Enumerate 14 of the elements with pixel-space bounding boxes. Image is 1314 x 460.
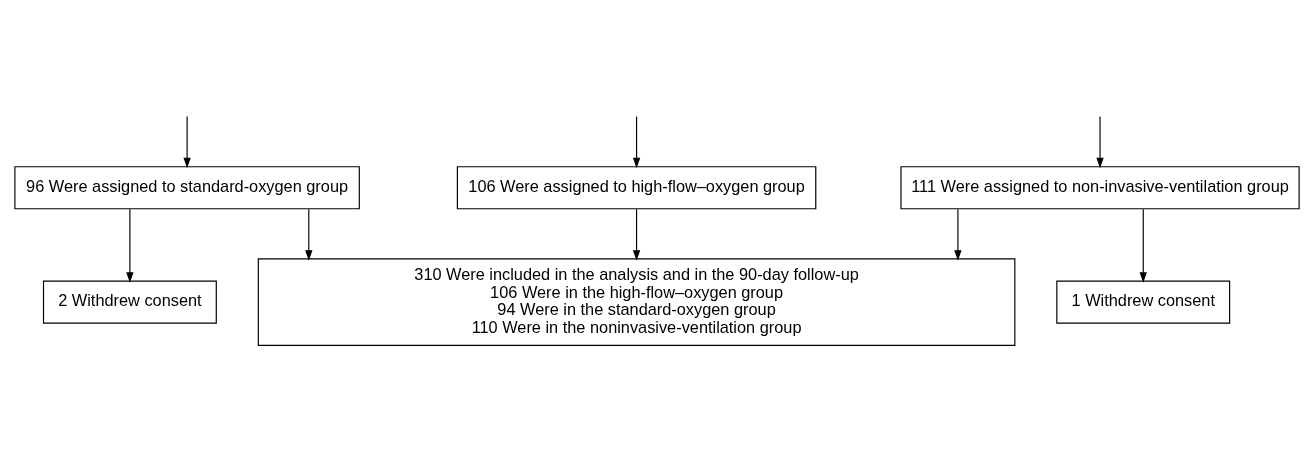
node-box: 310 Were included in the analysis and in the 90-day follow-up 106 Were in the high-flow–oxygen group 94 Were in the standard-oxygen group 110 Were in the noninvasive-ventilation group bbox=[257, 257, 1016, 346]
arrow bbox=[305, 208, 313, 261]
arrow bbox=[954, 208, 962, 261]
arrow bbox=[1096, 115, 1104, 168]
node-box: 96 Were assigned to standard-oxygen group bbox=[14, 165, 360, 209]
node-box: 111 Were assigned to non-invasive-ventilation group bbox=[900, 165, 1300, 209]
node-box: 1 Withdrew consent bbox=[1056, 280, 1231, 324]
arrow bbox=[632, 208, 641, 261]
node-box: 106 Were assigned to high-flow–oxygen group bbox=[456, 165, 817, 209]
node-box: 2 Withdrew consent bbox=[42, 280, 217, 324]
arrow bbox=[183, 115, 191, 168]
arrow bbox=[126, 208, 134, 283]
arrow bbox=[1139, 208, 1147, 283]
arrow bbox=[632, 115, 641, 168]
